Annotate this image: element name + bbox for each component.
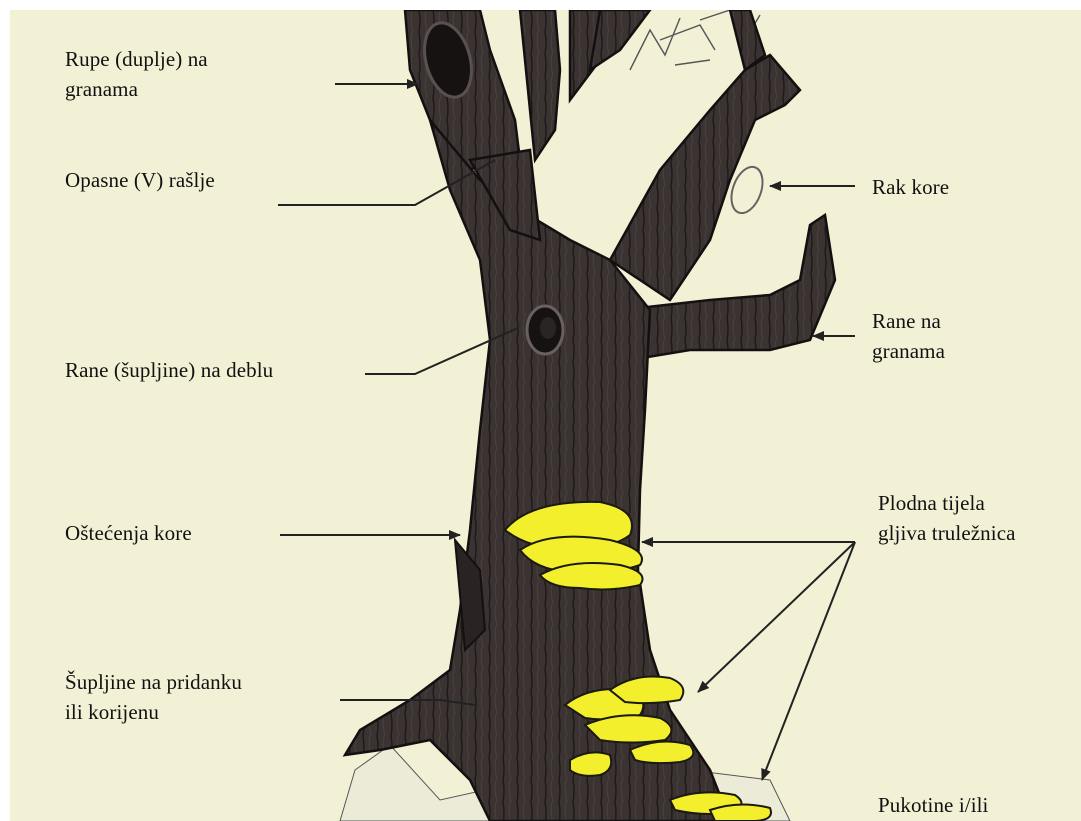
label-branch-wounds: Rane na granama bbox=[872, 306, 945, 366]
tree-defects-diagram: Rupe (duplje) na granama Opasne (V) rašl… bbox=[10, 10, 1081, 821]
label-root-cavities: Šupljine na pridanku ili korijenu bbox=[65, 667, 242, 727]
label-branch-holes: Rupe (duplje) na granama bbox=[65, 44, 208, 104]
label-cracks: Pukotine i/ili bbox=[878, 790, 989, 820]
label-bark-damage: Oštećenja kore bbox=[65, 518, 192, 548]
label-trunk-wounds: Rane (šupljine) na deblu bbox=[65, 355, 273, 385]
label-v-fork: Opasne (V) rašlje bbox=[65, 165, 215, 195]
label-bark-canker: Rak kore bbox=[872, 172, 949, 202]
label-fruiting-bodies: Plodna tijela gljiva truležnica bbox=[878, 488, 1016, 548]
